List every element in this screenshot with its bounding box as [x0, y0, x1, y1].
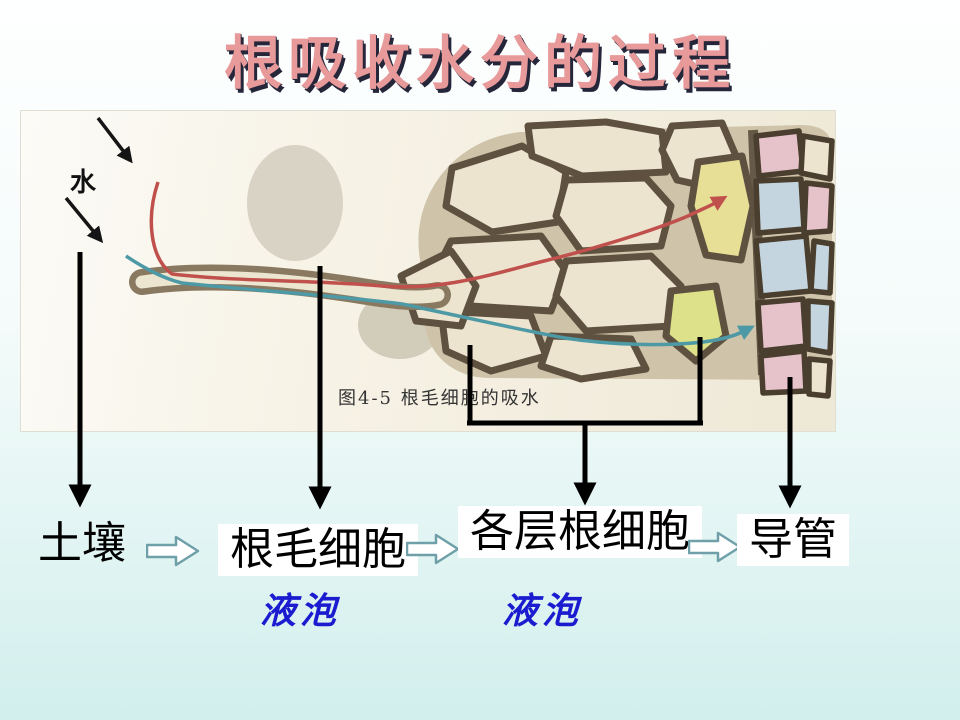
water-path-teal	[125, 254, 755, 347]
figure-caption: 图4-5 根毛细胞的吸水	[338, 388, 541, 409]
cell-cluster	[397, 118, 757, 383]
flow-item-vessel: 导管	[737, 514, 849, 567]
slide-title: 根吸收水分的过程	[223, 29, 736, 97]
root-hair-illustration	[64, 116, 835, 399]
flow-right-arrow-icon	[406, 533, 460, 565]
vacuole-label-2: 液泡	[502, 591, 583, 632]
flow-item-cortex-cells: 各层根细胞	[458, 506, 702, 559]
water-path-red	[149, 181, 728, 289]
flow-right-arrow-icon	[688, 531, 742, 563]
flow-right-arrow-icon	[146, 535, 200, 567]
water-label: 水	[70, 168, 97, 198]
textbook-figure: 水 图4-5 根毛细胞的吸水	[20, 110, 836, 432]
vessel-cells	[753, 128, 835, 399]
vacuole-label-1: 液泡	[260, 591, 341, 632]
soil-water-arrow-icons	[64, 116, 133, 244]
flow-item-root-hair-cell: 根毛细胞	[218, 524, 418, 577]
figure-shadows	[247, 145, 442, 359]
flow-item-soil: 土壤	[38, 518, 126, 569]
